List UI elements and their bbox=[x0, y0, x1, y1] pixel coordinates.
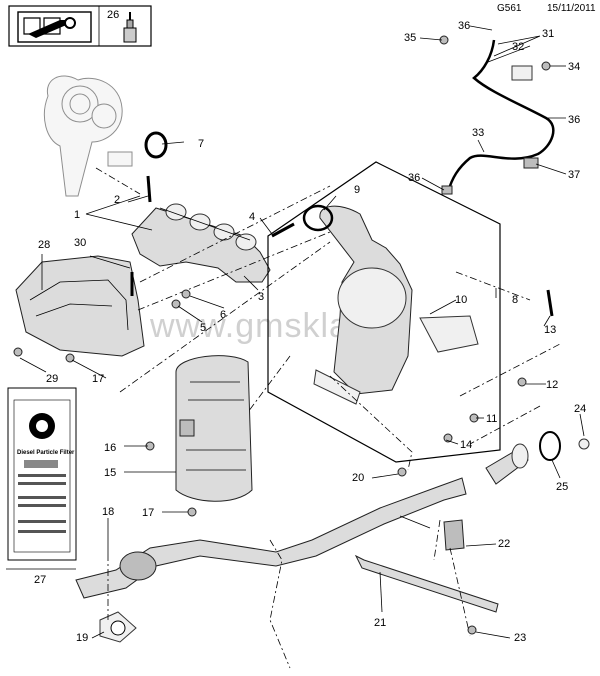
callout-36c: 36 bbox=[408, 172, 420, 184]
dpf-assembly-box bbox=[267, 161, 501, 463]
turbocharger-illustration bbox=[44, 75, 133, 197]
callout-37: 37 bbox=[568, 169, 580, 181]
callout-21: 21 bbox=[374, 617, 386, 629]
callout-31: 31 bbox=[542, 28, 554, 40]
diagram-date: 15/11/2011 bbox=[547, 3, 596, 14]
dpf-label-card: Diesel Particle Filter bbox=[7, 387, 77, 561]
header-box: 26 bbox=[8, 5, 152, 47]
callout-6: 6 bbox=[220, 309, 226, 321]
callout-26: 26 bbox=[107, 9, 119, 21]
flange-gasket-19 bbox=[99, 611, 137, 643]
callout-22: 22 bbox=[498, 538, 510, 550]
callout-7: 7 bbox=[198, 138, 204, 150]
callout-28: 28 bbox=[38, 239, 50, 251]
bracket-21 bbox=[354, 519, 499, 613]
callout-10: 10 bbox=[455, 294, 467, 306]
callout-1: 1 bbox=[74, 209, 80, 221]
pressure-sensor-line bbox=[441, 39, 555, 195]
callout-3: 3 bbox=[258, 291, 264, 303]
callout-16: 16 bbox=[104, 442, 116, 454]
callout-32: 32 bbox=[512, 41, 524, 53]
callouts: 7 2 1 4 3 6 5 9 10 8 28 30 29 17 16 15 1… bbox=[34, 20, 586, 644]
callout-30: 30 bbox=[74, 237, 86, 249]
callout-13: 13 bbox=[544, 324, 556, 336]
callout-18: 18 bbox=[102, 506, 114, 518]
exhaust-manifold bbox=[131, 203, 271, 283]
callout-17b: 17 bbox=[142, 507, 154, 519]
callout-8: 8 bbox=[512, 294, 518, 306]
callout-2: 2 bbox=[114, 194, 120, 206]
callout-4: 4 bbox=[249, 211, 255, 223]
exhaust-pipe-18 bbox=[75, 477, 467, 599]
gasket-ring-7 bbox=[144, 131, 168, 159]
callout-27: 27 bbox=[34, 574, 46, 586]
assembly-dash-lines bbox=[95, 167, 561, 669]
rear-pipe-25 bbox=[485, 431, 590, 485]
leader-lines bbox=[19, 25, 585, 639]
diagram-code: G561 bbox=[497, 3, 522, 14]
callout-5: 5 bbox=[200, 322, 206, 334]
callout-9: 9 bbox=[354, 184, 360, 196]
callout-12: 12 bbox=[546, 379, 558, 391]
callout-29: 29 bbox=[46, 373, 58, 385]
callout-15: 15 bbox=[104, 467, 116, 479]
dpf-label-title: Diesel Particle Filter bbox=[17, 450, 75, 456]
callout-36b: 36 bbox=[568, 114, 580, 126]
callout-34: 34 bbox=[568, 61, 580, 73]
callout-33: 33 bbox=[472, 127, 484, 139]
callout-20: 20 bbox=[352, 472, 364, 484]
callout-23: 23 bbox=[514, 632, 526, 644]
wrench-book-icon bbox=[17, 11, 92, 43]
callout-35: 35 bbox=[404, 32, 416, 44]
callout-24: 24 bbox=[574, 403, 586, 415]
catalytic-converter-15 bbox=[175, 355, 253, 502]
callout-17a: 17 bbox=[92, 373, 104, 385]
callout-19: 19 bbox=[76, 632, 88, 644]
callout-25: 25 bbox=[556, 481, 568, 493]
lubricant-tube-icon bbox=[123, 12, 137, 43]
callout-14: 14 bbox=[460, 439, 472, 451]
callout-36a: 36 bbox=[458, 20, 470, 32]
callout-11: 11 bbox=[486, 413, 497, 425]
heat-shield-28 bbox=[15, 255, 145, 357]
